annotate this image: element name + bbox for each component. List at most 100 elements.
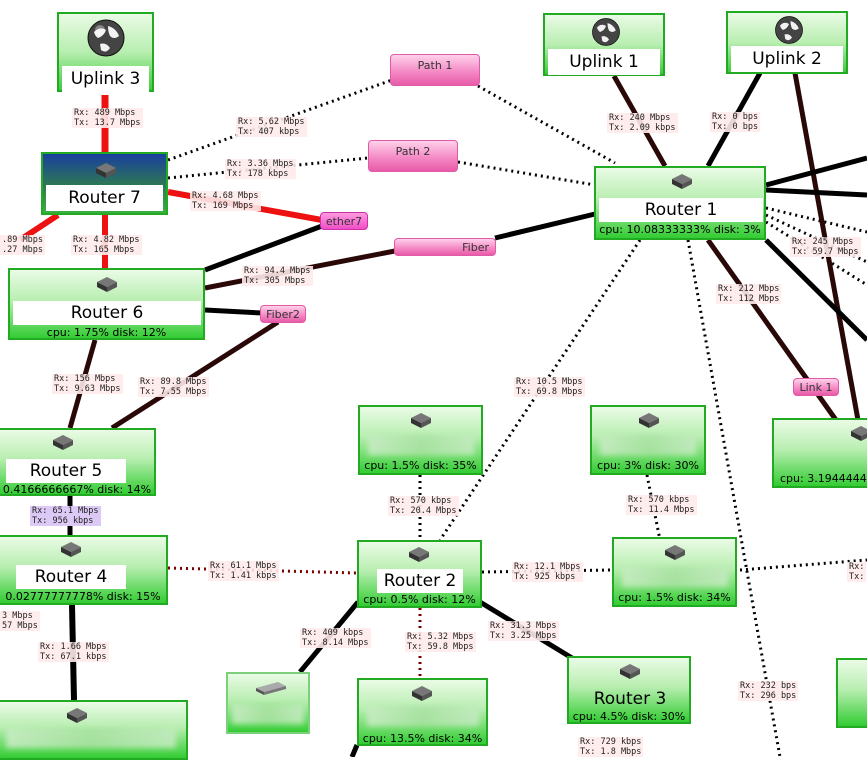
link-fiber2-router5[interactable] xyxy=(110,319,280,431)
blurred-switch[interactable] xyxy=(226,672,310,734)
router-icon xyxy=(53,435,73,450)
globe-icon xyxy=(87,19,125,57)
router-icon xyxy=(97,277,117,292)
redacted-name xyxy=(600,435,696,455)
uplink3-node[interactable]: Uplink 3 xyxy=(57,12,154,92)
router6-stats: cpu: 1.75% disk: 12% xyxy=(46,326,167,339)
link-router6-fiber2[interactable] xyxy=(204,307,263,316)
router5-node[interactable]: Router 5 0.4166666667% disk: 14% xyxy=(0,428,156,496)
link-label-path1[interactable]: Path 1 xyxy=(390,54,480,86)
router-icon xyxy=(61,542,81,557)
router4-node[interactable]: Router 4 0.02777777778% disk: 15% xyxy=(0,535,168,605)
blurred-device-d[interactable]: cpu: 1.5% disk: 34% xyxy=(612,537,737,607)
router1-node[interactable]: Router 1 cpu: 10.08333333% disk: 3% xyxy=(594,166,766,240)
link-router4-router2[interactable] xyxy=(167,566,358,575)
router4-stats: 0.02777777778% disk: 15% xyxy=(5,590,161,603)
router-icon xyxy=(67,708,87,723)
router3-label: Router 3 xyxy=(593,689,667,709)
link-router1-right-f[interactable] xyxy=(764,238,867,342)
link-router1-right-a[interactable] xyxy=(765,206,867,234)
router7-node[interactable]: Router 7 xyxy=(41,152,168,215)
link-fiber-router1[interactable] xyxy=(494,211,596,241)
router3-stats: cpu: 4.5% disk: 30% xyxy=(572,710,686,723)
blurred-device-a[interactable]: cpu: 1.5% disk: 35% xyxy=(358,405,483,475)
link-router1-right-c[interactable] xyxy=(765,220,867,287)
link-router1-right-e[interactable] xyxy=(765,187,867,198)
router5-label: Router 5 xyxy=(6,459,126,483)
link-label-fiber2[interactable]: Fiber2 xyxy=(260,305,306,323)
uplink1-label: Uplink 1 xyxy=(548,49,660,75)
router2-label: Router 2 xyxy=(377,569,463,593)
switch-icon xyxy=(256,682,286,695)
router6-node[interactable]: Router 6 cpu: 1.75% disk: 12% xyxy=(8,268,205,340)
router-icon xyxy=(665,545,685,560)
uplink3-label: Uplink 3 xyxy=(62,66,149,92)
redacted-name xyxy=(367,706,479,726)
link-label-fiber[interactable]: Fiber xyxy=(394,238,496,256)
router3-node[interactable]: Router 3 cpu: 4.5% disk: 30% xyxy=(567,656,691,724)
router6-label: Router 6 xyxy=(13,301,201,325)
link-path1-router1[interactable] xyxy=(477,84,616,165)
uplink1-node[interactable]: Uplink 1 xyxy=(543,13,665,76)
router4-label: Router 4 xyxy=(16,565,126,589)
blurred-device-e[interactable]: cpu: 13.5% disk: 34% xyxy=(357,678,488,746)
blurred-device-bottom-left[interactable] xyxy=(0,700,188,760)
globe-icon xyxy=(775,16,803,44)
blurred-device-far-right[interactable] xyxy=(836,658,867,728)
redacted-name xyxy=(368,435,474,455)
link-label-link1[interactable]: Link 1 xyxy=(793,378,839,396)
link-router6-ether7[interactable] xyxy=(204,223,323,273)
device-c-stats: cpu: 3.19444444 xyxy=(780,472,867,485)
router-icon xyxy=(409,547,429,562)
router2-node[interactable]: Router 2 cpu: 0.5% disk: 12% xyxy=(357,540,482,608)
router1-stats: cpu: 10.08333333% disk: 3% xyxy=(599,223,761,236)
link-label-path2[interactable]: Path 2 xyxy=(368,140,458,172)
device-a-stats: cpu: 1.5% disk: 35% xyxy=(364,459,477,472)
link-router2-hidden-d[interactable] xyxy=(481,568,613,574)
uplink2-label: Uplink 2 xyxy=(731,46,843,72)
link-router7-path1[interactable] xyxy=(167,78,393,162)
router-icon xyxy=(411,413,431,428)
router5-stats: 0.4166666667% disk: 14% xyxy=(2,483,152,496)
device-e-stats: cpu: 13.5% disk: 34% xyxy=(362,732,483,745)
uplink2-node[interactable]: Uplink 2 xyxy=(726,11,848,74)
router7-label: Router 7 xyxy=(46,185,163,211)
link-path2-router1[interactable] xyxy=(457,160,596,187)
link-hidden-e-down[interactable] xyxy=(349,744,360,757)
blurred-device-b[interactable]: cpu: 3% disk: 30% xyxy=(590,405,706,475)
redacted-name xyxy=(232,704,304,724)
link-label-ether7[interactable]: ether7 xyxy=(320,212,368,230)
link-router1-right-d[interactable] xyxy=(765,155,867,188)
blurred-device-c[interactable]: cpu: 3.19444444 xyxy=(772,418,867,488)
link-hidden-b-hidden-d[interactable] xyxy=(645,474,662,541)
router-icon xyxy=(672,174,692,189)
router-icon xyxy=(620,664,640,679)
router-icon xyxy=(412,686,432,701)
globe-icon xyxy=(592,18,620,46)
device-b-stats: cpu: 3% disk: 30% xyxy=(597,459,699,472)
redacted-name xyxy=(6,728,176,748)
